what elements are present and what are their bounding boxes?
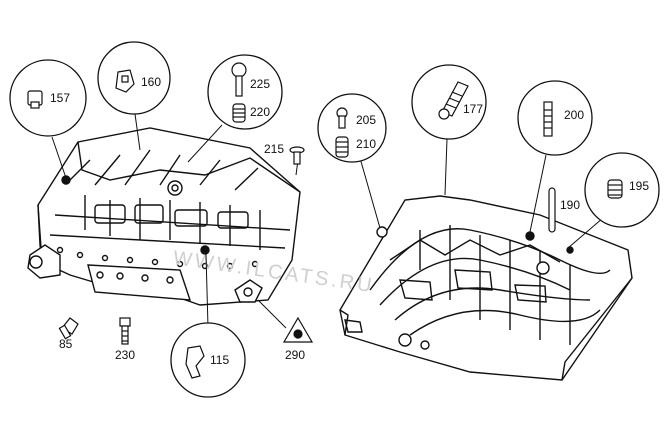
label-290: 290 xyxy=(285,348,305,362)
part-220-icon xyxy=(232,103,246,123)
right-valve-plate[interactable] xyxy=(339,195,633,381)
part-177-icon xyxy=(438,81,469,120)
part-157-icon xyxy=(27,90,43,109)
label-115: 115 xyxy=(210,353,229,367)
part-195-icon xyxy=(607,179,623,199)
label-230: 230 xyxy=(115,348,135,362)
callout-circle-115[interactable] xyxy=(170,322,246,398)
part-230-icon[interactable] xyxy=(119,317,131,345)
label-177: 177 xyxy=(463,102,483,116)
part-190-icon[interactable] xyxy=(548,187,556,233)
callout-circle-225-220[interactable] xyxy=(207,54,283,130)
part-160-icon xyxy=(115,69,135,93)
part-290-icon[interactable] xyxy=(282,316,314,343)
label-195: 195 xyxy=(629,179,649,193)
label-160: 160 xyxy=(141,75,161,89)
part-205-icon xyxy=(336,107,348,129)
label-85: 85 xyxy=(59,337,73,351)
part-210-icon xyxy=(335,136,349,158)
part-225-icon xyxy=(231,62,247,97)
label-190: 190 xyxy=(560,198,580,212)
label-200: 200 xyxy=(564,108,584,122)
left-valve-body[interactable] xyxy=(27,127,301,306)
label-225: 225 xyxy=(250,77,270,91)
callout-circle-200[interactable] xyxy=(517,80,593,156)
part-85-icon[interactable] xyxy=(58,317,79,340)
part-215-icon[interactable] xyxy=(289,146,305,165)
label-157: 157 xyxy=(50,91,70,105)
label-210: 210 xyxy=(356,137,376,151)
callout-circle-160[interactable] xyxy=(97,41,171,115)
label-220: 220 xyxy=(250,105,270,119)
leader-lines xyxy=(51,113,611,329)
part-200-icon xyxy=(543,101,553,137)
label-215: 215 xyxy=(264,142,284,156)
part-115-icon xyxy=(185,345,205,379)
callout-circle-205-210[interactable] xyxy=(317,93,387,163)
label-205: 205 xyxy=(356,113,376,127)
callout-circle-157[interactable] xyxy=(9,59,87,137)
